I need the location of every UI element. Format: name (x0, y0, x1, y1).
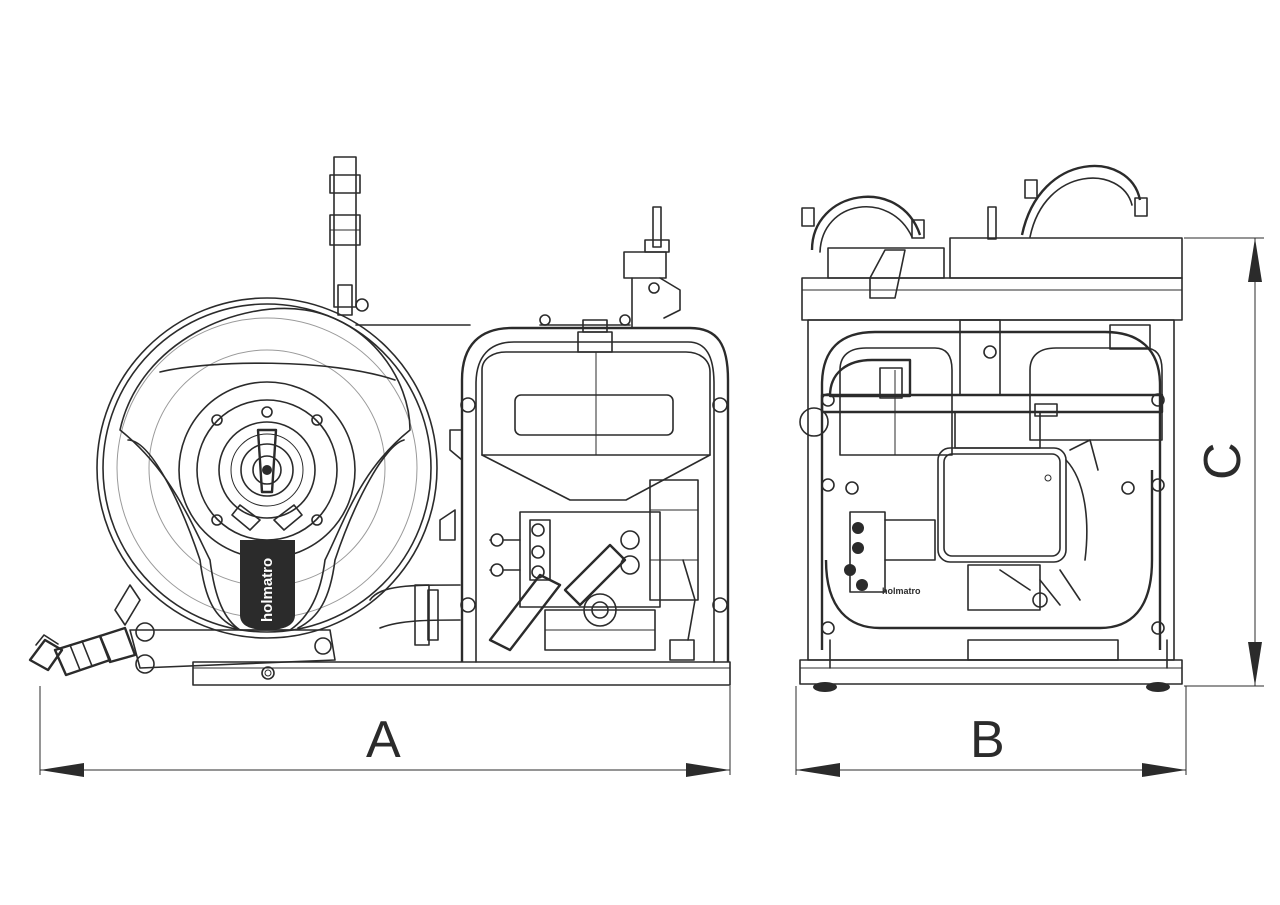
pump-block (488, 479, 699, 661)
front-view: holmatro (799, 164, 1183, 692)
top-plate (801, 206, 1183, 321)
twin-tanks (839, 324, 1163, 456)
front-frame (799, 319, 1175, 661)
reel-logo: holmatro (259, 558, 276, 622)
handle-post (329, 156, 471, 326)
dimension-c: C (1184, 237, 1264, 687)
valve-block: holmatro (844, 481, 1135, 608)
dimension-b-label: B (970, 711, 1005, 769)
engine-housing (937, 319, 1099, 611)
frame-logo: holmatro (882, 586, 921, 596)
front-skid (799, 639, 1183, 692)
hose-coupler (28, 626, 137, 677)
dimension-c-label: C (1194, 442, 1252, 480)
side-frame (439, 326, 730, 663)
dimension-a: A (39, 686, 731, 777)
fuel-tank (481, 314, 711, 501)
lifting-handles (801, 164, 1148, 253)
base-skid (192, 661, 731, 686)
breather-post (623, 206, 681, 329)
dimension-a-label: A (366, 711, 401, 769)
connector-tube (369, 584, 461, 646)
hose-reel: holmatro (96, 297, 438, 639)
dimension-b: B (795, 686, 1187, 777)
side-view: holmatro (28, 156, 731, 686)
